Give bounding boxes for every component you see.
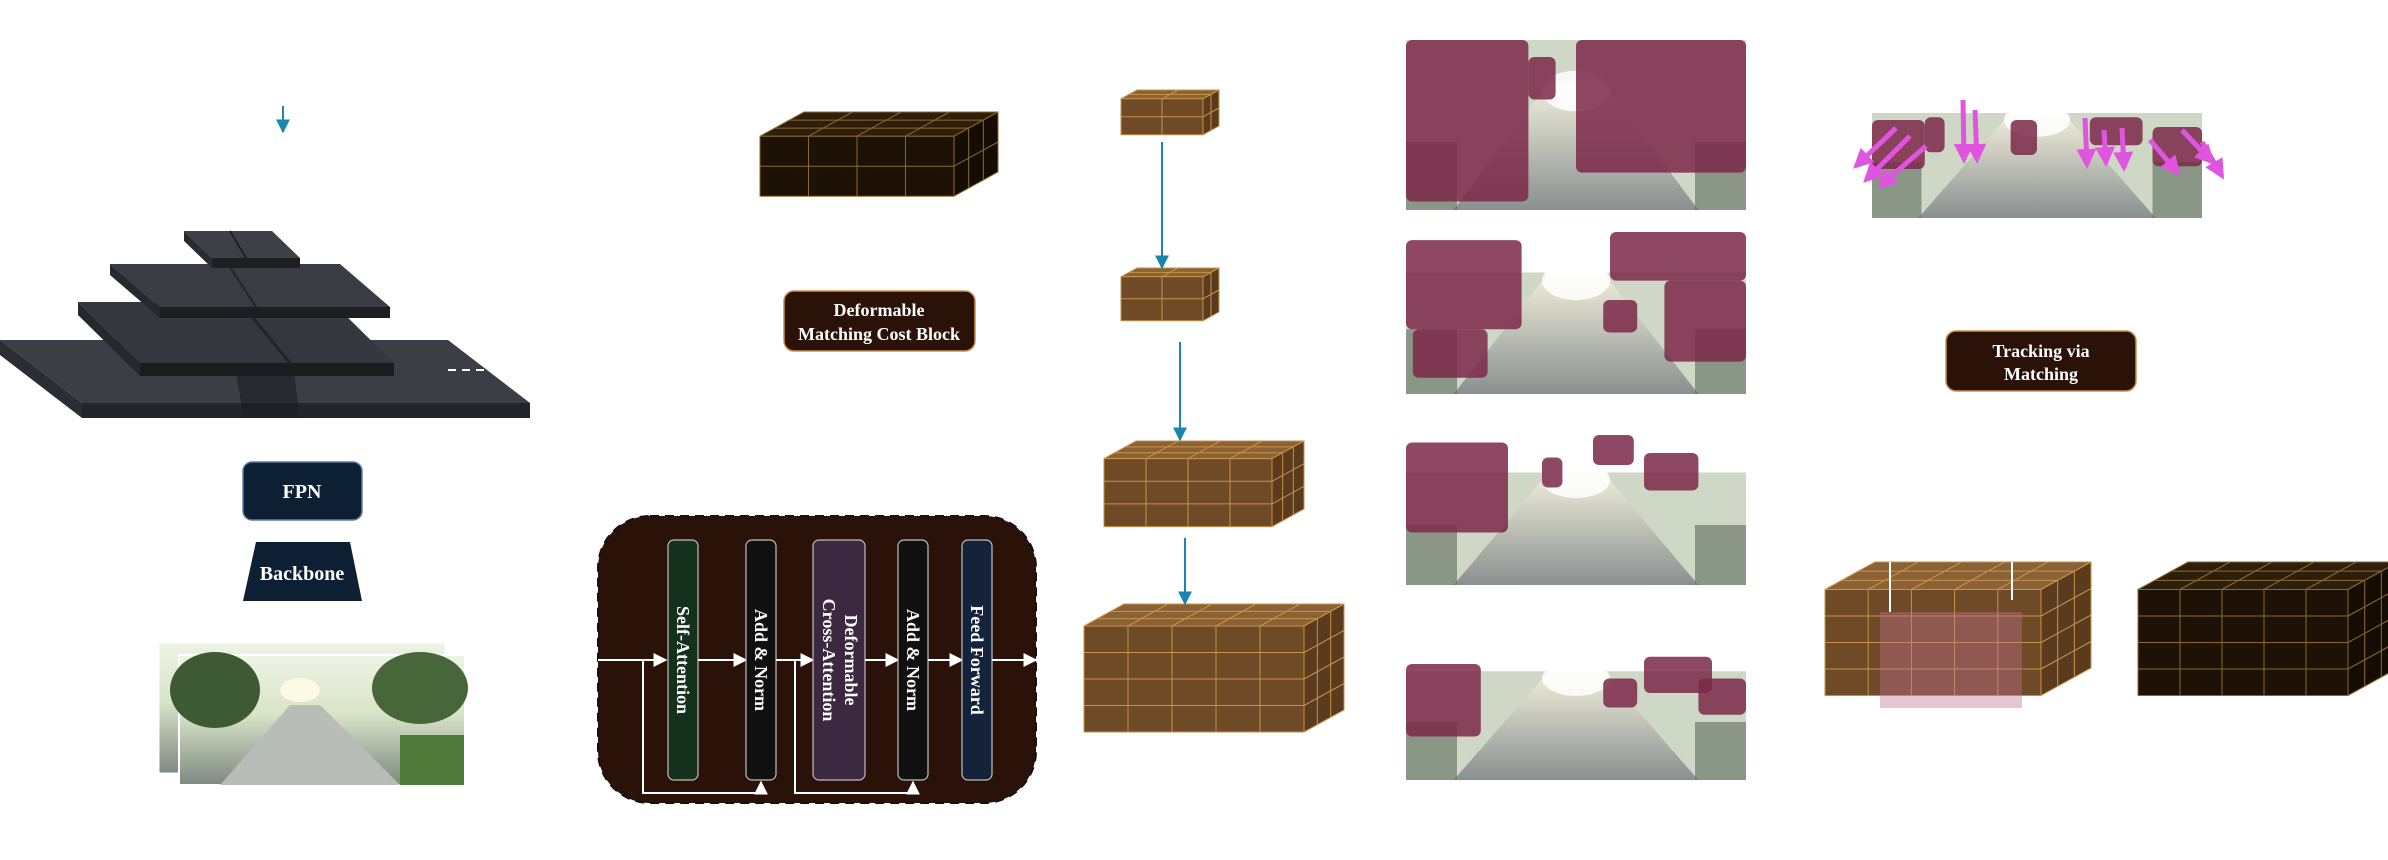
occupancy-image-3 (1406, 435, 1746, 585)
cost-volume-1 (1120, 89, 1220, 136)
motion-arrow-8 (2113, 127, 2134, 172)
occupancy-image-1 (1406, 40, 1746, 210)
motion-arrow-7 (2095, 129, 2116, 167)
transformer-block: Self-Attention Add & Norm DeformableCross-… (597, 515, 1038, 804)
cost-volume-column (1083, 89, 1345, 733)
deformable-matching-cost-block: Deformable Matching Cost Block (783, 290, 976, 352)
transformer-layers: Self-Attention Add & Norm DeformableCross-… (642, 539, 1038, 795)
backbone-label: Backbone (260, 563, 345, 585)
fpn-block: FPN (242, 461, 363, 521)
motion-arrow-10 (2180, 128, 2215, 165)
transformer-layer-label: Feed Forward (967, 605, 987, 714)
transformer-layer-1: Self-Attention (667, 539, 699, 781)
transformer-layer-4: Add & Norm (897, 539, 929, 781)
motion-arrow-2 (1863, 134, 1912, 183)
input-image-front (170, 652, 468, 786)
backbone-block: Backbone (243, 542, 362, 601)
transformer-layer-3: DeformableCross-Attention (812, 539, 866, 781)
occupancy-volume-dark (2137, 561, 2388, 697)
dmcb-label-line2: Matching Cost Block (798, 324, 960, 344)
occupancy-image-4 (1406, 635, 1746, 780)
pyramid-level-4 (184, 230, 300, 269)
motion-arrow-4 (1953, 99, 1974, 164)
motion-arrow-3 (1876, 144, 1928, 189)
transformer-layer-label: Self-Attention (673, 606, 693, 714)
pyramid-level-3 (110, 263, 390, 318)
tracking-image (1853, 78, 2225, 218)
input-images (158, 642, 468, 786)
cost-volume-4 (1083, 603, 1345, 733)
transformer-layer-label: DeformableCross-Attention (819, 599, 861, 722)
motion-arrow-9 (2148, 138, 2181, 177)
cost-volume-3 (1103, 440, 1305, 528)
tracking-label-line2: Matching (2004, 364, 2078, 384)
occupancy-volume-highlighted (1824, 561, 2092, 708)
transformer-layer-2: Add & Norm (745, 539, 777, 781)
occupancy-predictions (1406, 40, 1746, 780)
occupancy-image-2 (1406, 232, 1746, 394)
cost-block-icon (759, 111, 999, 198)
dmcb-label-line1: Deformable (834, 300, 925, 320)
tracking-label-line1: Tracking via (1992, 341, 2089, 361)
transformer-layer-label: Add & Norm (751, 609, 771, 711)
motion-arrow-11 (2199, 140, 2225, 180)
tracking-via-matching-block: Tracking via Matching (1945, 330, 2137, 392)
motion-arrow-1 (1853, 126, 1898, 169)
fpn-label: FPN (283, 481, 322, 503)
motion-arrow-6 (2076, 117, 2097, 169)
cost-volume-2 (1120, 267, 1220, 322)
feature-pyramid: FPN Backbone (0, 106, 530, 786)
motion-arrow-5 (1966, 109, 1987, 164)
transformer-layer-5: Feed Forward (961, 539, 993, 781)
transformer-layer-label: Add & Norm (903, 609, 923, 711)
